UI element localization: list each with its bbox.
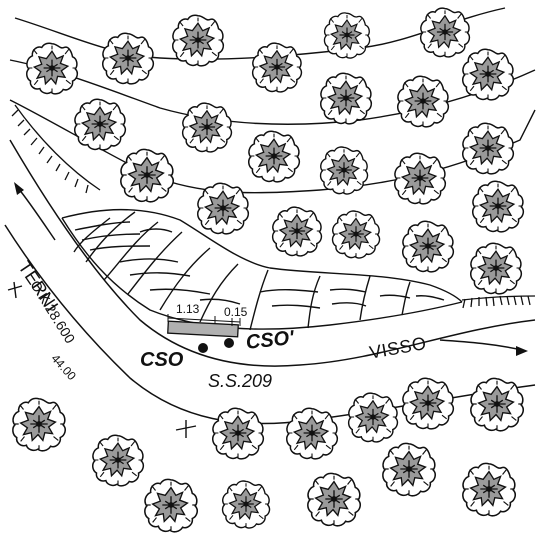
point-label-cso-prime: CSO' <box>244 326 296 354</box>
road-name-label: S.S.209 <box>208 371 273 391</box>
arrow-right-icon <box>439 339 528 356</box>
dimension-label-right: 0.15 <box>224 305 248 319</box>
survey-point-icon <box>198 343 208 353</box>
point-label-cso: CSO <box>140 349 184 371</box>
survey-point-icon <box>224 338 234 348</box>
chainage-ticks <box>7 281 197 438</box>
escarpment-hatch-left <box>11 104 101 194</box>
arrow-left-icon <box>14 182 56 241</box>
trees <box>12 7 525 533</box>
landslide-area <box>61 208 463 331</box>
dimension-label-left: 1.13 <box>176 302 200 316</box>
escarpment-hatch-right <box>461 295 536 309</box>
measurement-element <box>167 314 241 338</box>
